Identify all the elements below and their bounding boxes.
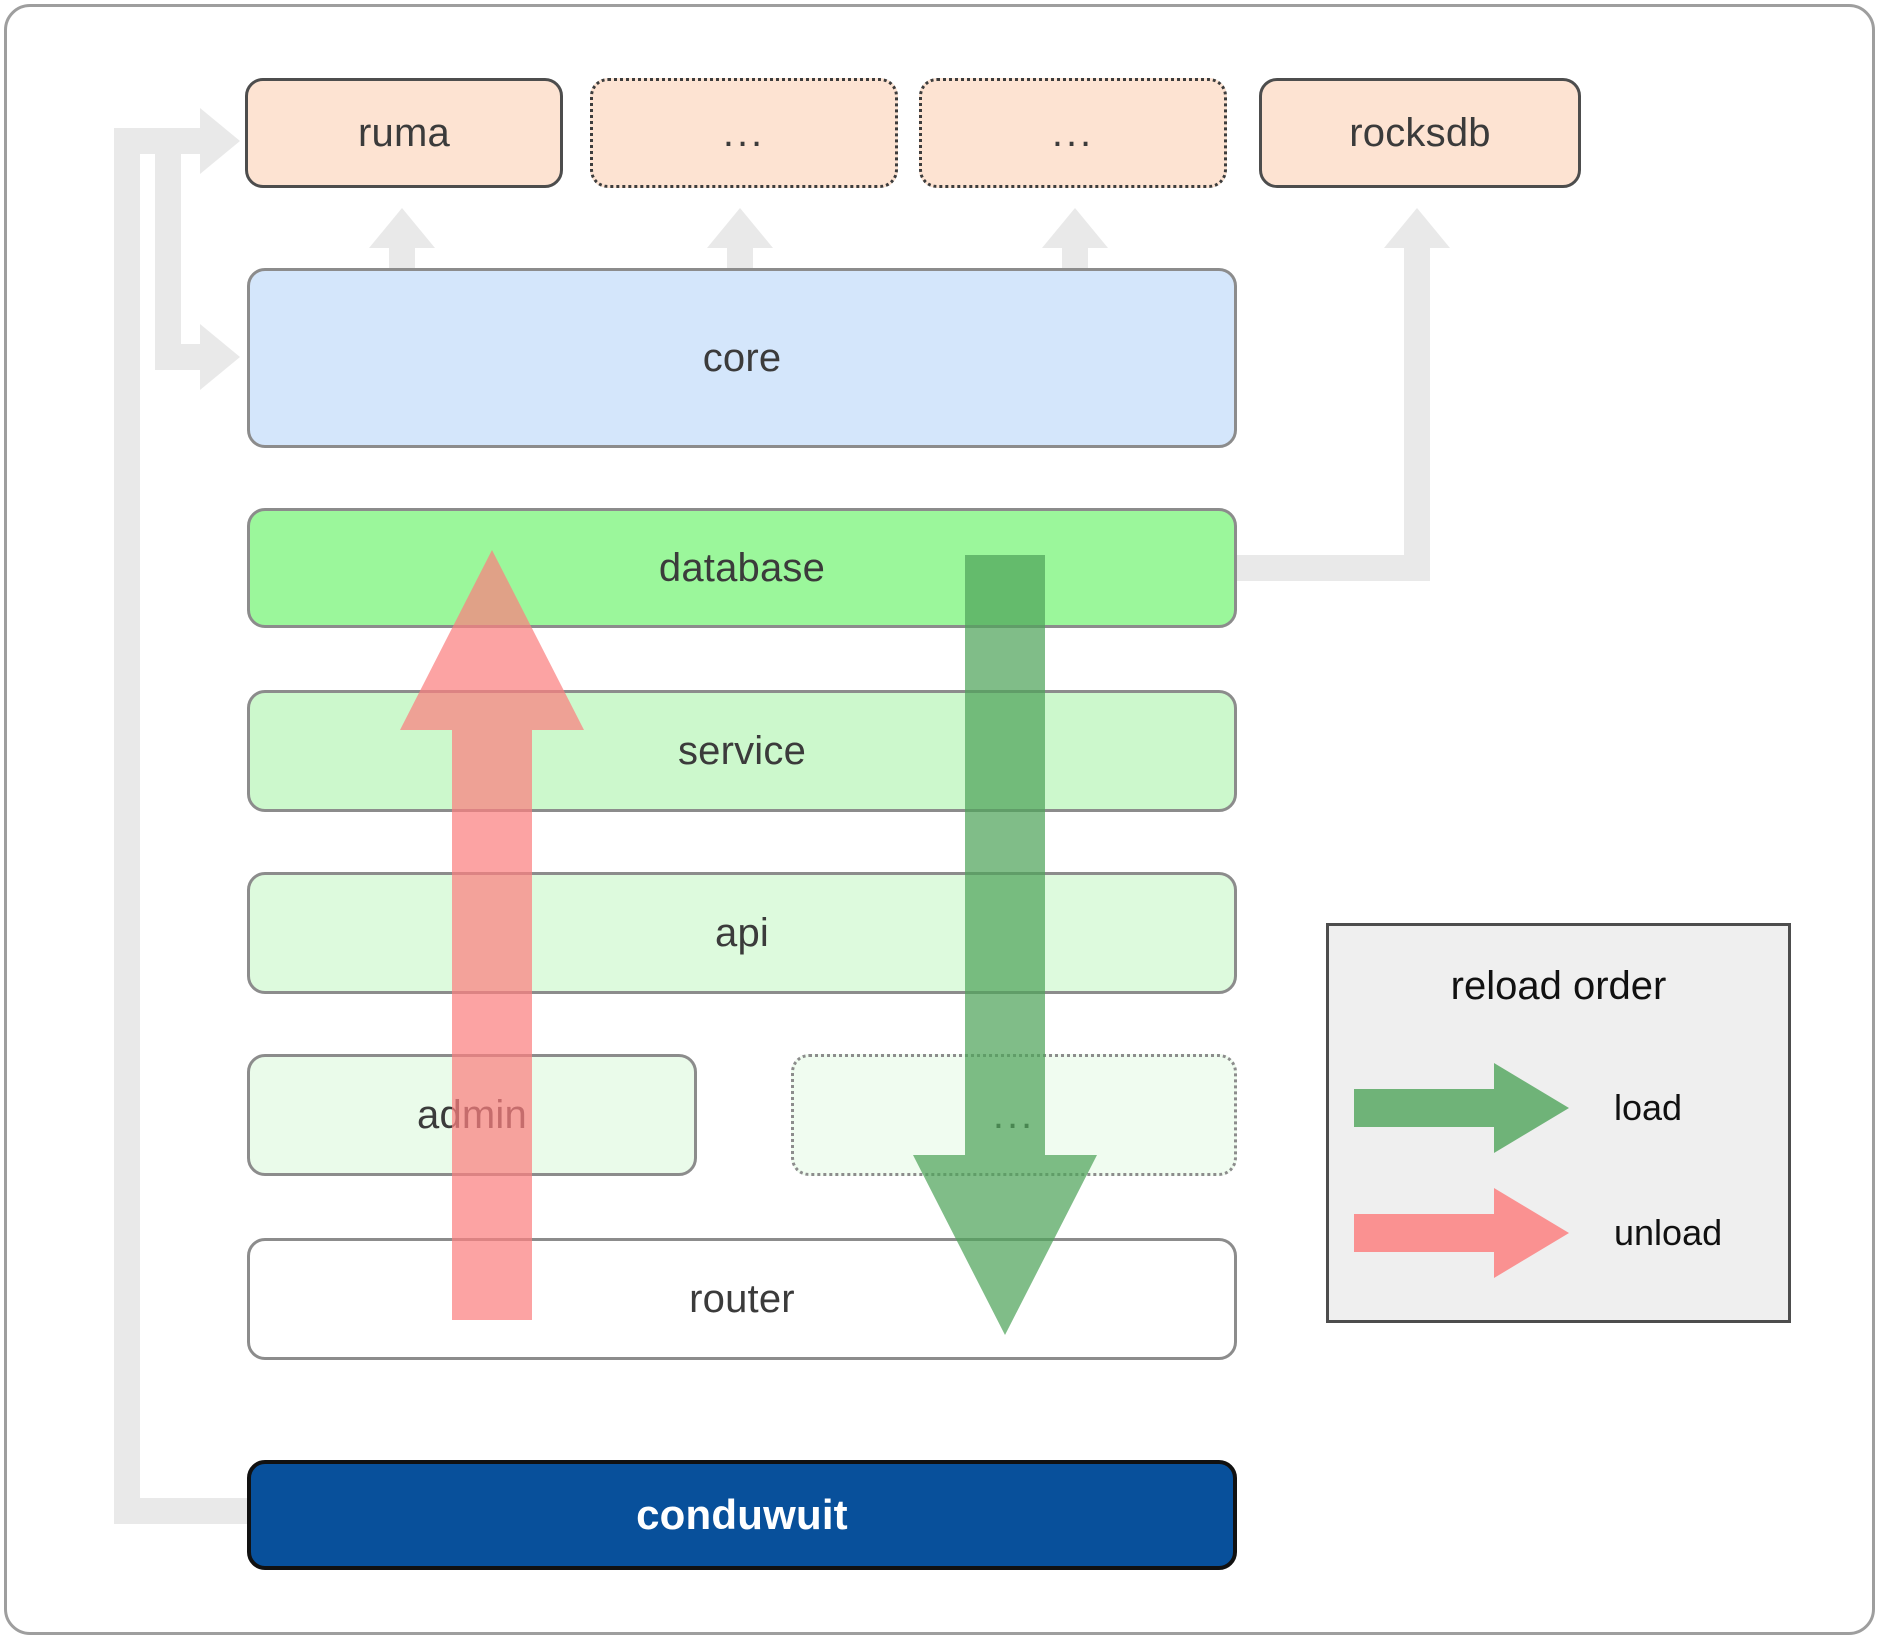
connector-core-to-ruma-arrowhead <box>369 208 435 248</box>
node-router[interactable]: router <box>247 1238 1237 1360</box>
node-dep2-label: ... <box>722 110 766 155</box>
node-api-label: api <box>715 910 769 955</box>
node-rocksdb[interactable]: rocksdb <box>1259 78 1581 188</box>
connector-to-ruma-arrowhead <box>200 108 240 174</box>
legend-box: reload order load unload <box>1326 923 1791 1323</box>
node-router-label: router <box>689 1276 795 1321</box>
legend-row-load: load <box>1354 1063 1794 1153</box>
connector-database-to-rocksdb-arrowhead <box>1384 208 1450 248</box>
node-rocksdb-label: rocksdb <box>1349 110 1491 155</box>
node-database[interactable]: database <box>247 508 1237 628</box>
flow-unload-arrow <box>392 540 592 1330</box>
flow-load-arrow <box>905 555 1105 1345</box>
node-ruma-label: ruma <box>358 110 450 155</box>
node-service-label: service <box>677 728 807 773</box>
legend-title: reload order <box>1450 964 1667 1008</box>
node-core-label: core <box>702 335 782 380</box>
node-database-label: database <box>658 545 826 590</box>
node-core[interactable]: core <box>247 268 1237 448</box>
connector-core-to-dep3-arrowhead <box>1042 208 1108 248</box>
connector-to-core-arrowhead <box>200 324 240 390</box>
legend-row-unload: unload <box>1354 1188 1794 1278</box>
connector-database-to-rocksdb-vertical <box>1404 240 1430 570</box>
legend-load-label: load <box>1614 1087 1683 1128</box>
node-dep3[interactable]: ... <box>919 78 1227 188</box>
legend-load-arrow-icon <box>1354 1063 1569 1153</box>
node-dep2[interactable]: ... <box>590 78 898 188</box>
legend-unload-arrow-icon <box>1354 1188 1569 1278</box>
connector-bottom-to-conduwuit <box>114 1498 250 1524</box>
node-ruma[interactable]: ruma <box>245 78 563 188</box>
connector-database-to-rocksdb-horizontal <box>1230 555 1430 581</box>
node-conduwuit-label: conduwuit <box>636 1491 848 1538</box>
connector-trunk-outer <box>114 128 140 1524</box>
connector-trunk-inner <box>155 154 181 350</box>
node-dep3-label: ... <box>1051 110 1095 155</box>
node-api[interactable]: api <box>247 872 1237 994</box>
legend-unload-label: unload <box>1614 1212 1723 1253</box>
node-conduwuit[interactable]: conduwuit <box>247 1460 1237 1570</box>
connector-core-to-dep2-arrowhead <box>707 208 773 248</box>
